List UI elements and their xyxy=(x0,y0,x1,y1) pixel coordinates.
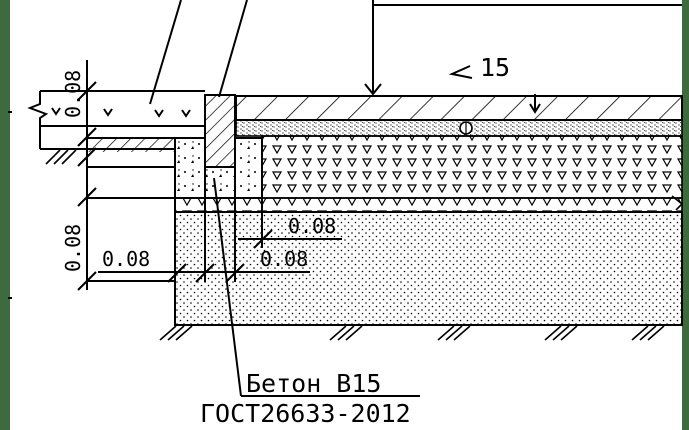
middle-dimensions xyxy=(238,198,342,273)
paving-layer xyxy=(235,95,683,121)
crushed-stone-band xyxy=(174,197,683,213)
sand-layer xyxy=(235,119,683,137)
material-standard: ГОСТ26633-2012 xyxy=(200,399,411,428)
frame-left-edge xyxy=(0,0,10,430)
dim-left-bottom: 0.08 xyxy=(61,224,85,272)
dim-left-top: 0.08 xyxy=(61,70,85,118)
dim-left-horizontal: 0.08 xyxy=(102,247,150,271)
dim-mid-lower: 0.08 xyxy=(260,247,308,271)
dim-mid-upper: 0.08 xyxy=(288,214,336,238)
material-title: Бетон В15 xyxy=(246,369,381,398)
slope-annotation: 15 xyxy=(448,53,510,82)
ground-ticks xyxy=(45,149,665,341)
frame-right-edge xyxy=(682,0,689,430)
material-leader xyxy=(213,177,420,397)
slope-label: 15 xyxy=(480,53,510,82)
base-layer xyxy=(174,211,683,326)
left-hatch-band xyxy=(88,138,175,152)
curb-stone xyxy=(204,94,236,168)
left-dimension-chain xyxy=(77,60,175,291)
crushed-stone-layer xyxy=(261,135,683,199)
top-leader-lines xyxy=(149,0,248,105)
break-mark xyxy=(671,195,684,211)
